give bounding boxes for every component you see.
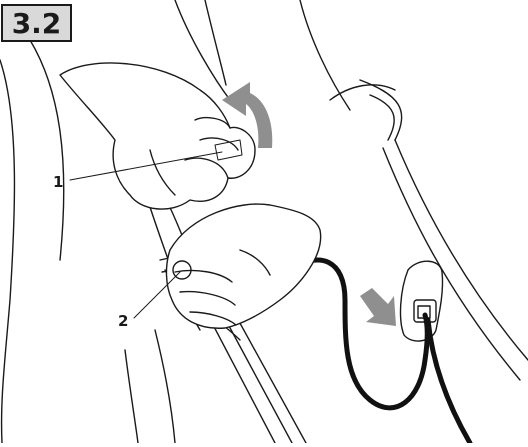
step-number-badge: 3.2 xyxy=(1,4,72,42)
cable-clip xyxy=(401,261,443,341)
callout-label-1: 1 xyxy=(53,173,63,191)
lower-hand xyxy=(166,204,320,328)
direction-arrow xyxy=(360,288,396,326)
callout-label-2: 2 xyxy=(118,312,128,330)
